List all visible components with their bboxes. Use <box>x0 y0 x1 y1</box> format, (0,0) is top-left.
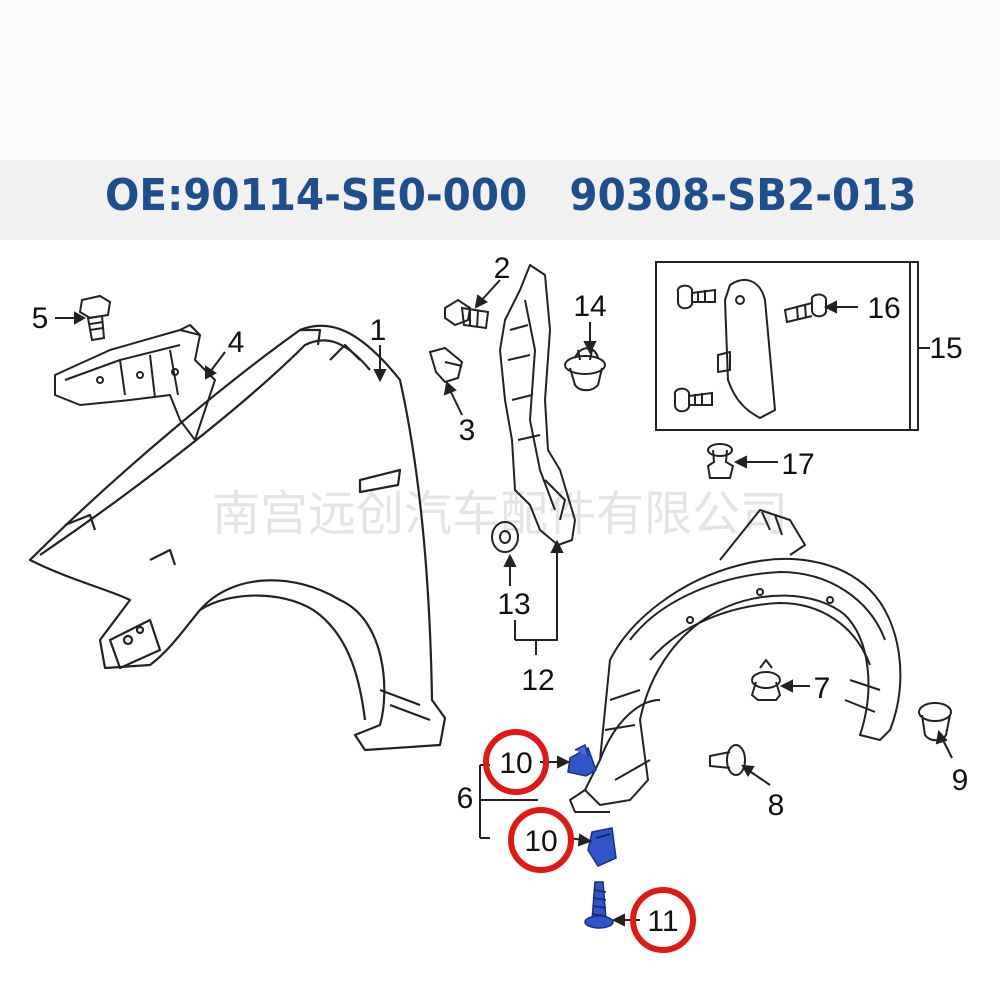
speed-nut-lower-drawing <box>587 827 617 867</box>
callout-8: 8 <box>768 789 785 822</box>
clip-17-drawing <box>706 443 735 479</box>
fender-bracket-drawing <box>54 324 216 441</box>
front-fender-drawing <box>28 324 447 752</box>
callout-15: 15 <box>929 332 962 365</box>
clip-14-drawing <box>564 347 606 392</box>
flange-bolt-5-drawing <box>78 294 112 342</box>
highlight-circle-10-lower <box>508 807 574 873</box>
callout-11: 11 <box>647 905 678 938</box>
callout-9: 9 <box>952 764 969 797</box>
callout-5: 5 <box>32 302 49 335</box>
mud-flap-drawing <box>717 279 776 419</box>
tapping-screw-drawing <box>584 881 614 929</box>
callout-7: 7 <box>814 672 831 705</box>
callout-17: 17 <box>781 448 814 481</box>
speed-nut-upper-drawing <box>567 743 597 777</box>
mudguard-kit-box <box>655 261 919 431</box>
washer-13-drawing <box>491 521 519 553</box>
flange-bolt-2-drawing <box>444 298 490 330</box>
callout-1: 1 <box>370 314 387 347</box>
callout-16: 16 <box>867 292 900 325</box>
highlight-circle-11 <box>630 887 696 953</box>
callout-2: 2 <box>494 252 511 285</box>
callout-3: 3 <box>459 414 476 447</box>
watermark-text: 南宫远创汽车配件有限公司 <box>212 488 788 541</box>
clip-7-drawing <box>750 658 782 701</box>
clip-9-drawing <box>918 702 952 742</box>
callout-4: 4 <box>228 326 245 359</box>
callout-labels: 5 4 1 2 3 14 16 15 17 13 12 7 8 9 6 10 1… <box>32 252 969 938</box>
oe-part-numbers: OE:90114-SE0-000 90308-SB2-013 <box>105 170 917 221</box>
callout-6: 6 <box>457 782 474 815</box>
oe-header-band <box>0 160 1000 240</box>
box-screws-drawing <box>673 284 827 413</box>
callout-10-lower: 10 <box>524 825 557 858</box>
callout-14: 14 <box>573 290 606 323</box>
top-band <box>0 0 1000 160</box>
clip-3-drawing <box>428 346 464 384</box>
screw-8-drawing <box>709 744 746 776</box>
highlight-circles <box>483 729 696 953</box>
highlight-circle-10-upper <box>483 729 549 795</box>
leader-lines <box>55 279 953 927</box>
fender-seal-drawing <box>499 264 576 546</box>
callout-12: 12 <box>521 664 554 697</box>
callout-10-upper: 10 <box>499 747 532 780</box>
inner-fender-liner-drawing <box>569 509 902 813</box>
callout-13: 13 <box>497 588 530 621</box>
